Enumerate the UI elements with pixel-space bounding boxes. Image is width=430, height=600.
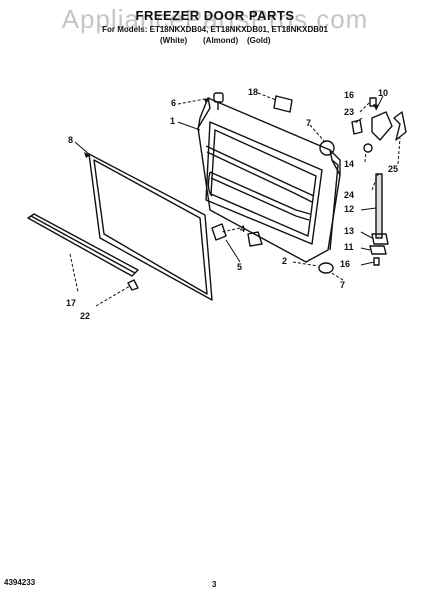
breaker-strip bbox=[27, 213, 139, 277]
callout-2: 2 bbox=[282, 256, 288, 266]
color-white: (White) bbox=[160, 36, 188, 45]
callout-17: 17 bbox=[66, 298, 77, 308]
part-23 bbox=[351, 119, 363, 135]
part-11 bbox=[369, 245, 387, 255]
callout-6: 6 bbox=[171, 98, 177, 108]
hinge-bracket bbox=[371, 111, 393, 141]
part-16-bottom bbox=[373, 257, 380, 266]
callout-13: 13 bbox=[344, 226, 355, 236]
callout-11: 11 bbox=[344, 242, 354, 252]
callout-1: 1 bbox=[170, 116, 176, 126]
rod-12 bbox=[375, 173, 383, 239]
callout-22: 22 bbox=[80, 311, 91, 321]
part-18 bbox=[273, 95, 293, 113]
color-gold: (Gold) bbox=[247, 36, 271, 45]
models-line: For Models: ET18NKXDB04, ET18NKXDB01, ET… bbox=[102, 25, 328, 34]
callout-16-top: 16 bbox=[344, 90, 355, 100]
part-25 bbox=[393, 111, 407, 141]
door-liner bbox=[205, 121, 323, 245]
door-gasket bbox=[88, 153, 213, 301]
part-16-top bbox=[369, 97, 377, 107]
part-13 bbox=[371, 233, 389, 245]
callout-7-top: 7 bbox=[306, 118, 312, 128]
part-14 bbox=[363, 143, 373, 153]
callout-4: 4 bbox=[240, 224, 246, 234]
page-number: 3 bbox=[212, 580, 217, 589]
part-7-bottom bbox=[318, 262, 334, 274]
callout-10: 10 bbox=[378, 88, 389, 98]
part-7-top bbox=[319, 140, 335, 156]
callout-5: 5 bbox=[237, 262, 243, 272]
callout-24: 24 bbox=[344, 190, 355, 200]
doc-number: 4394233 bbox=[4, 578, 36, 587]
callout-8: 8 bbox=[68, 135, 74, 145]
color-almond: (Almond) bbox=[203, 36, 239, 45]
callout-23: 23 bbox=[344, 107, 355, 117]
callout-14: 14 bbox=[344, 159, 355, 169]
callout-18: 18 bbox=[248, 87, 259, 97]
callout-12: 12 bbox=[344, 204, 355, 214]
callout-7-bottom: 7 bbox=[340, 280, 346, 290]
part-4 bbox=[211, 223, 227, 241]
callout-16-bottom: 16 bbox=[340, 259, 351, 269]
part-5 bbox=[247, 231, 263, 247]
page-title: FREEZER DOOR PARTS bbox=[135, 8, 295, 23]
callout-25: 25 bbox=[388, 164, 399, 174]
site-watermark: AppliancePartsPros.com bbox=[61, 4, 369, 34]
door-outer bbox=[197, 97, 341, 263]
